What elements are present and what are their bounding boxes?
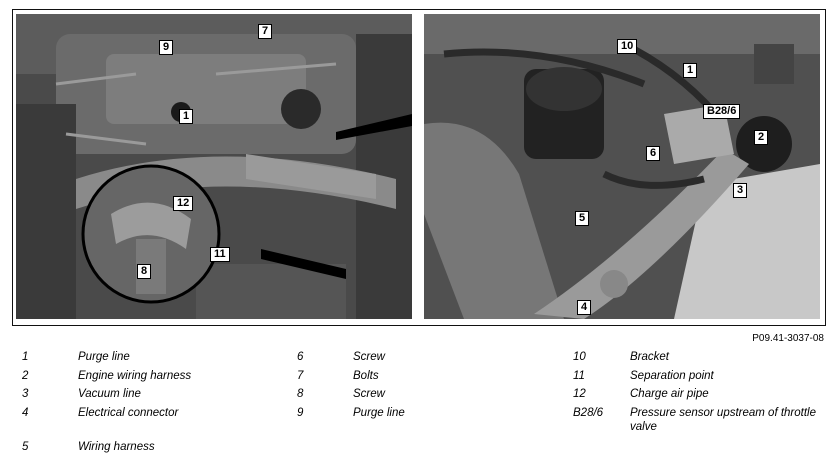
- legend-number: 2: [22, 370, 29, 382]
- callout-12: 12: [173, 196, 194, 211]
- callout-9: 9: [159, 40, 174, 55]
- legend-number: 8: [297, 388, 304, 400]
- callout-10: 10: [617, 39, 638, 54]
- legend-number: 11: [573, 370, 585, 382]
- legend-description: Bracket: [630, 351, 669, 363]
- callout-2: 2: [754, 130, 769, 145]
- callout-4: 4: [577, 300, 592, 315]
- legend-description: Electrical connector: [78, 407, 179, 419]
- legend-number: 9: [297, 407, 304, 419]
- callout-5: 5: [575, 211, 590, 226]
- legend-description: Vacuum line: [78, 388, 141, 400]
- legend-description: Pressure sensor upstream of throttle val…: [630, 407, 816, 433]
- legend-description: Screw: [353, 351, 385, 363]
- legend-number: 12: [573, 388, 586, 400]
- legend-description: Charge air pipe: [630, 388, 709, 400]
- legend-number: 10: [573, 351, 586, 363]
- legend-number: 5: [22, 441, 29, 453]
- legend-number: 3: [22, 388, 29, 400]
- callout-6: 6: [646, 146, 661, 161]
- figure-reference-code: P09.41-3037-08: [752, 333, 824, 344]
- legend-description: Purge line: [78, 351, 130, 363]
- callout-8: 8: [137, 264, 152, 279]
- legend-description: Bolts: [353, 370, 379, 382]
- callout-1: 1: [179, 109, 194, 124]
- callout-B28-6: B28/6: [703, 104, 741, 119]
- legend-number: 6: [297, 351, 304, 363]
- callout-11: 11: [210, 247, 230, 262]
- engine-overview-photo: 9 7 1 12 8 11: [16, 14, 412, 319]
- legend-number: 7: [297, 370, 304, 382]
- legend-number: 1: [22, 351, 29, 363]
- engine-figure: 9 7 1 12 8 11 10 1 B28/6 2 6 3 5 4: [12, 9, 826, 326]
- legend-number: 4: [22, 407, 29, 419]
- legend-description: Engine wiring harness: [78, 370, 192, 382]
- callout-3: 3: [733, 183, 748, 198]
- legend-number: B28/6: [573, 407, 604, 419]
- callout-1: 1: [683, 63, 698, 78]
- engine-detail-photo: 10 1 B28/6 2 6 3 5 4: [424, 14, 820, 319]
- legend-description: Screw: [353, 388, 385, 400]
- engine-detail-drawing: [424, 14, 820, 319]
- legend-description: Separation point: [630, 370, 714, 382]
- engine-overview-drawing: [16, 14, 412, 319]
- legend-description: Wiring harness: [78, 441, 155, 453]
- callout-7: 7: [258, 24, 273, 39]
- legend-description: Purge line: [353, 407, 405, 419]
